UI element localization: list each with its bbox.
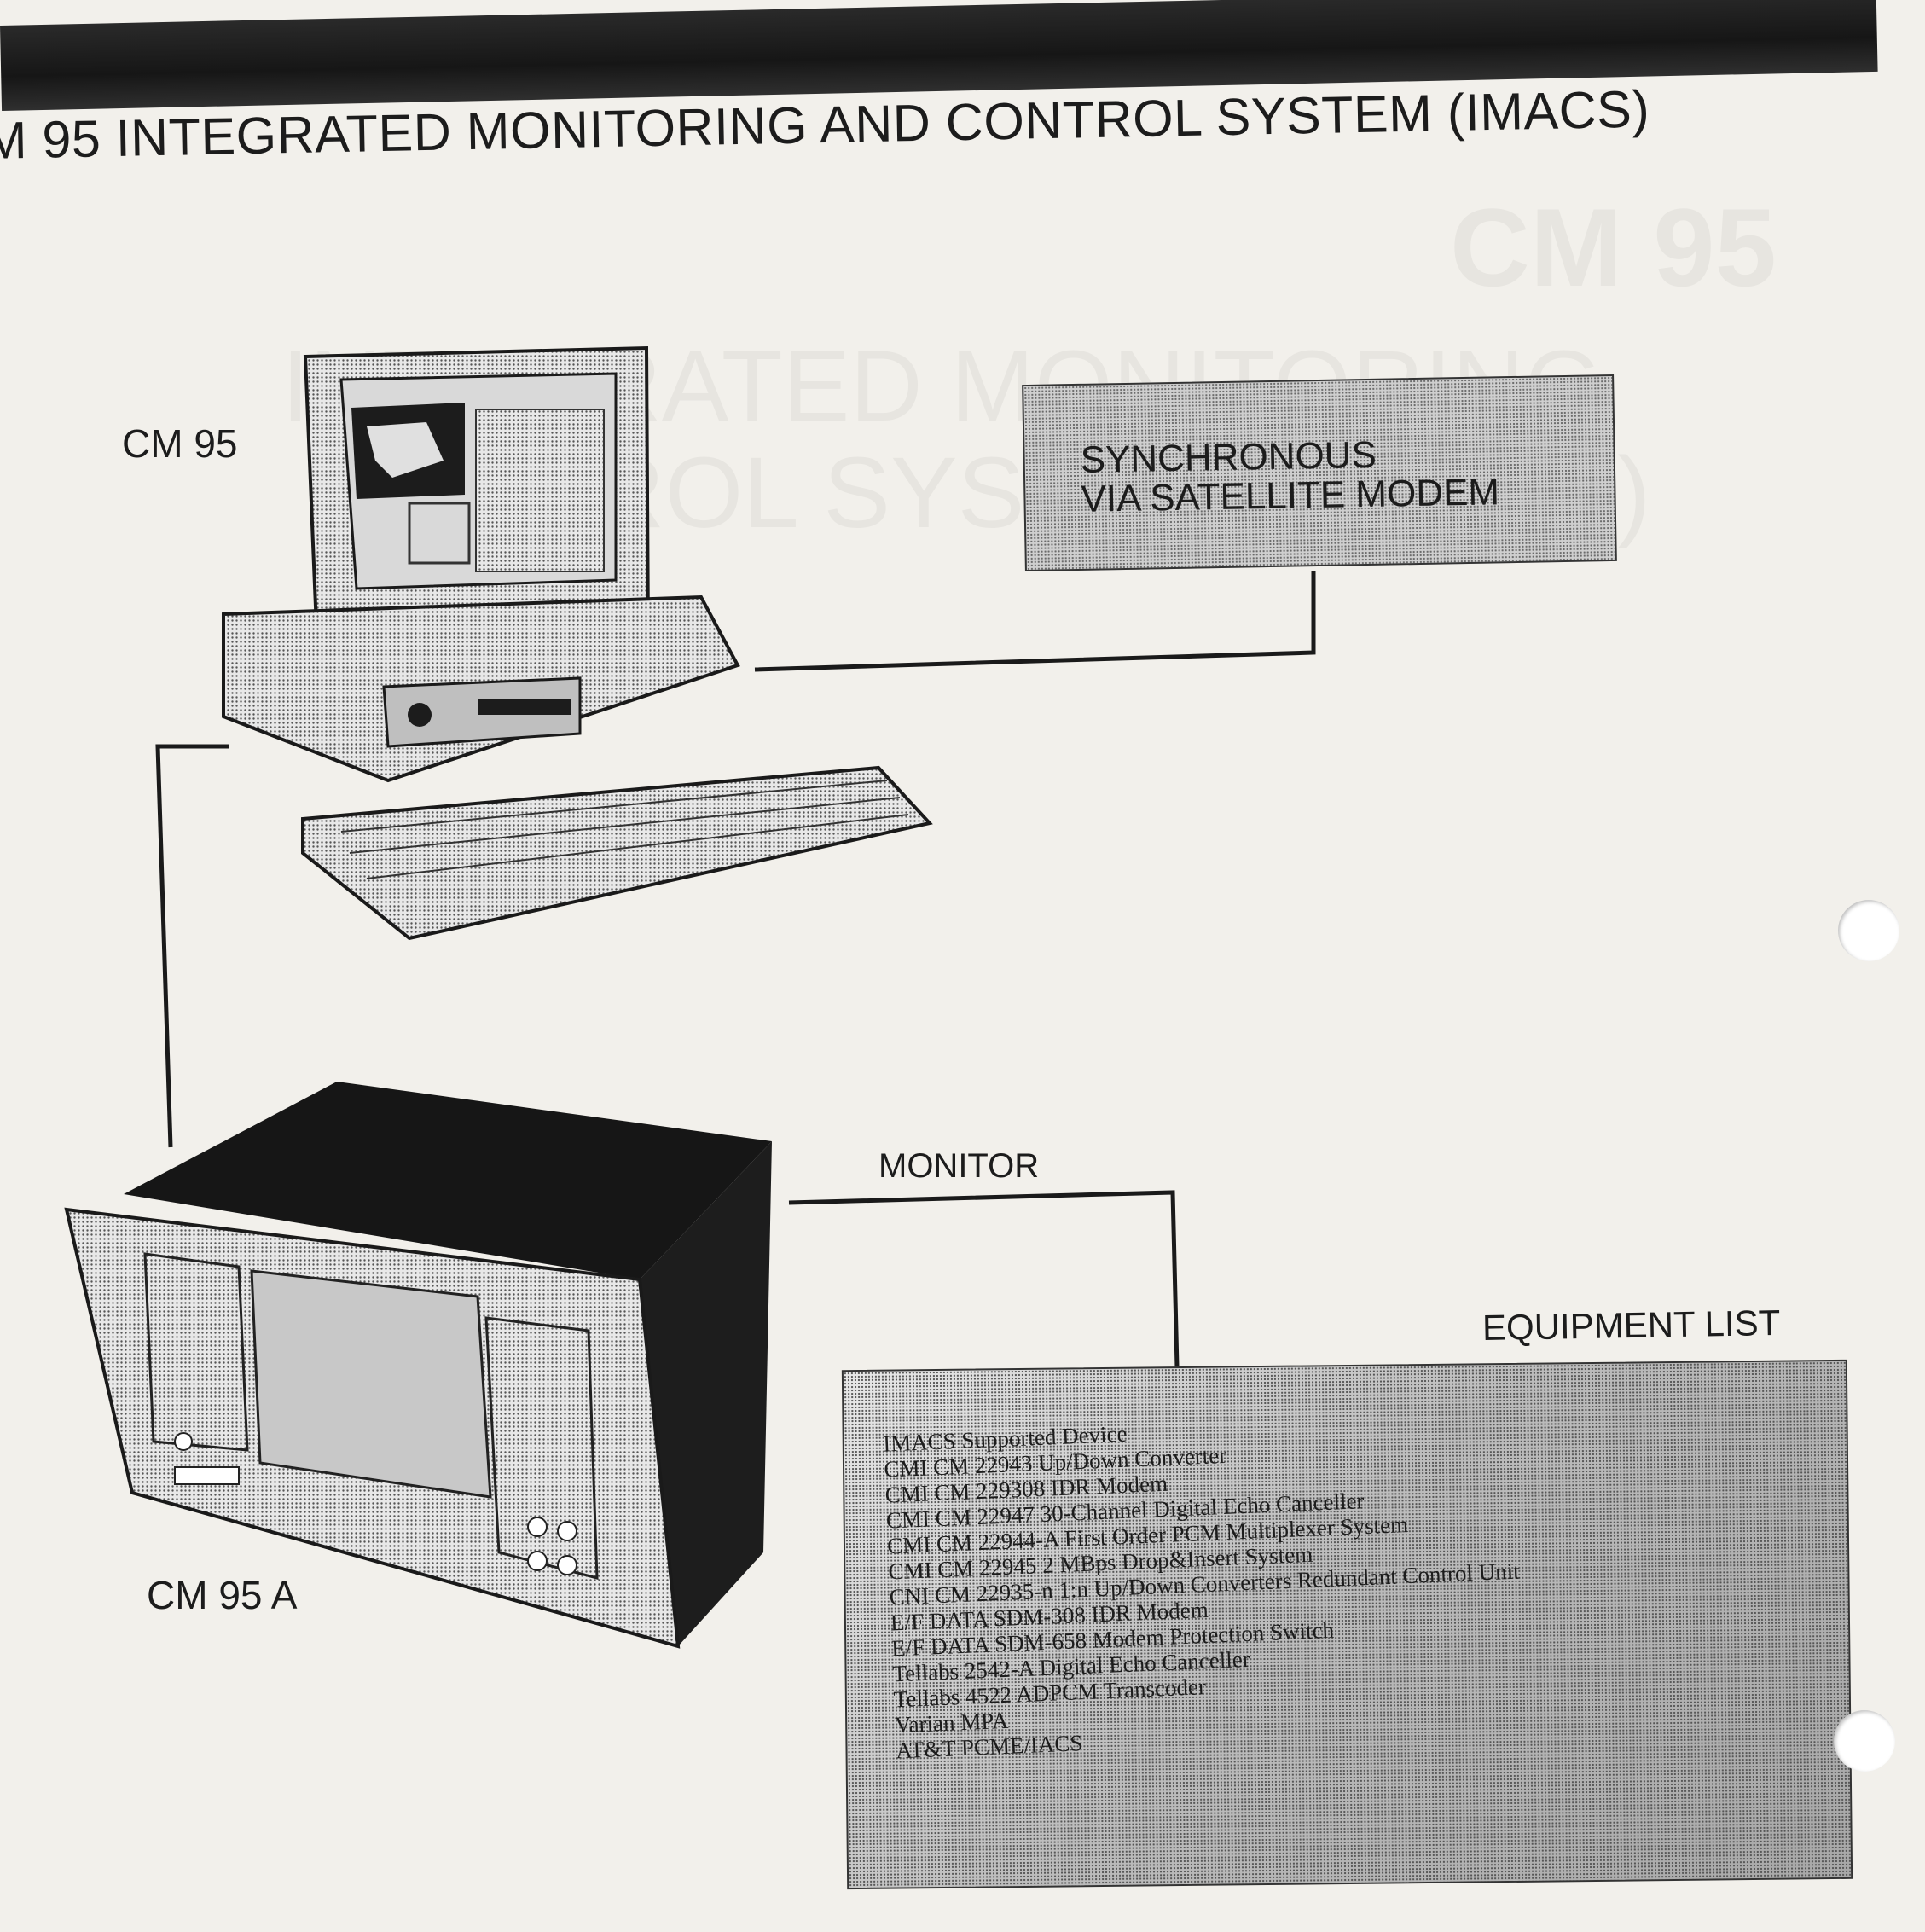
workstation-illustration: [222, 345, 933, 941]
equipment-list-box: IMACS Supported Device CMI CM 22943 Up/D…: [841, 1359, 1853, 1890]
connector-sync-to-workstation: [754, 571, 1316, 672]
monitor-label: MONITOR: [878, 1147, 1040, 1185]
unit-label: CM 95 A: [147, 1573, 298, 1617]
equipment-list: IMACS Supported Device CMI CM 22943 Up/D…: [883, 1405, 1527, 1764]
connector-lines: [155, 571, 1316, 1368]
sync-modem-text: SYNCHRONOUS VIA SATELLITE MODEM: [1080, 433, 1500, 520]
punch-hole: [1834, 1710, 1895, 1772]
sync-modem-box: SYNCHRONOUS VIA SATELLITE MODEM: [1022, 374, 1617, 572]
keyboard: [301, 765, 933, 941]
rack-side: [640, 1141, 772, 1646]
connector-workstation-to-unit: [155, 744, 229, 1148]
sync-line-2: VIA SATELLITE MODEM: [1081, 471, 1500, 520]
connector-unit-to-equipment: [788, 1190, 1180, 1368]
punch-hole: [1838, 900, 1899, 961]
ghost-text-line1: CM 95: [1450, 183, 1777, 311]
workstation-label: CM 95: [122, 421, 238, 466]
equipment-list-heading: EQUIPMENT LIST: [1481, 1302, 1781, 1349]
rack-top: [124, 1082, 772, 1279]
rack-unit-illustration: [64, 1082, 772, 1649]
